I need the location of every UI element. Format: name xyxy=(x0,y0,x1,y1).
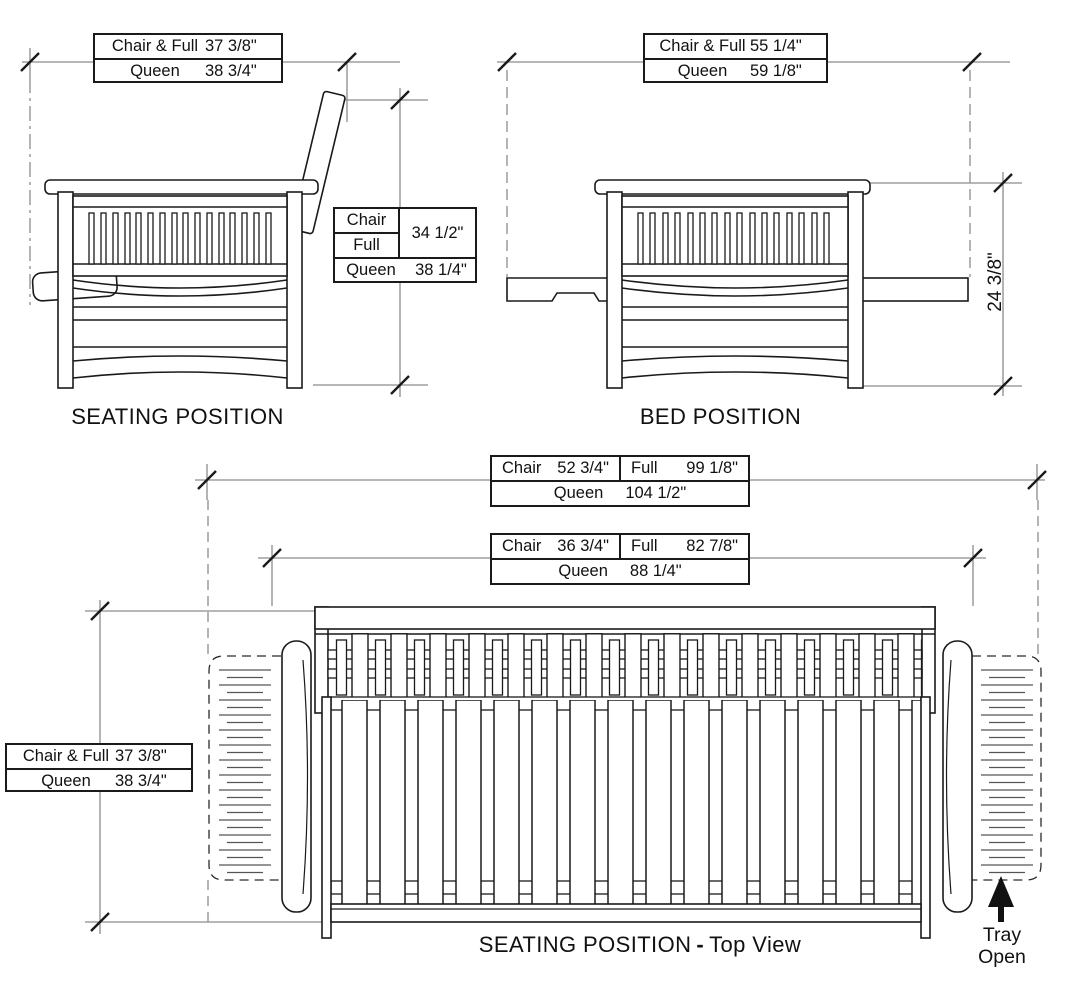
table-row: Chair & Full 37 3/8" xyxy=(7,745,191,768)
table-row: Queen 38 3/4" xyxy=(7,768,191,793)
tray-open-label: Tray Open xyxy=(964,924,1040,968)
dim-label: Chair xyxy=(502,459,542,478)
dim-value: 38 3/4" xyxy=(115,772,167,791)
table-cell: Queen 104 1/2" xyxy=(492,482,748,505)
table-cell: Queen 88 1/4" xyxy=(492,560,748,583)
dim-label: Chair & Full xyxy=(22,747,110,766)
dim-value: 104 1/2" xyxy=(625,484,687,503)
dim-label: Chair xyxy=(346,211,387,230)
dim-label: Chair & Full xyxy=(111,37,199,56)
dim-label: Full xyxy=(631,459,658,478)
top-view-title-part1: SEATING POSITION xyxy=(478,932,692,957)
dim-value: 59 1/8" xyxy=(750,62,802,81)
armrest-left xyxy=(281,640,312,913)
table-cell: Chair 52 3/4" xyxy=(492,457,619,480)
dim-value: 36 3/4" xyxy=(557,537,609,556)
tray-open-label-line2: Open xyxy=(978,946,1026,968)
table-cell: Full 99 1/8" xyxy=(619,457,748,480)
seating-width-table: Chair & Full 37 3/8" Queen 38 3/4" xyxy=(93,33,283,83)
dim-value: 52 3/4" xyxy=(557,459,609,478)
table-cell: Chair 36 3/4" xyxy=(492,535,619,558)
seating-side-view xyxy=(31,90,346,389)
table-row: Queen 38 3/4" xyxy=(95,58,281,83)
topview-frame-width-table: Chair 36 3/4" Full 82 7/8" Queen 88 1/4" xyxy=(490,533,750,585)
tray-open-arrow xyxy=(988,876,1014,922)
dim-label: Queen xyxy=(553,484,604,503)
bed-view-title: BED POSITION xyxy=(639,404,802,429)
arm-height-dimension: 24 3/8" xyxy=(985,252,1006,312)
top-view xyxy=(208,606,1042,939)
table-row: Chair & Full 37 3/8" xyxy=(95,35,281,58)
dim-value: 38 1/4" xyxy=(415,260,467,279)
dim-label: Chair xyxy=(502,537,542,556)
dim-value: 37 3/8" xyxy=(115,747,167,766)
bed-width-table: Chair & Full 55 1/4" Queen 59 1/8" xyxy=(643,33,828,83)
top-view-title-part2: Top View xyxy=(709,932,802,957)
table-cell: Full 82 7/8" xyxy=(619,535,748,558)
tray-open-label-line1: Tray xyxy=(982,924,1022,946)
top-view-title: SEATING POSITION-Top View xyxy=(400,932,880,958)
dim-label: Queen xyxy=(558,562,608,581)
dim-label: Chair & Full xyxy=(659,37,746,56)
bed-side-view xyxy=(506,179,969,389)
dim-value: 99 1/8" xyxy=(686,459,738,478)
dim-value: 82 7/8" xyxy=(686,537,738,556)
armrest-right xyxy=(942,640,973,913)
dim-value: 55 1/4" xyxy=(750,37,802,56)
tray-open-left xyxy=(208,655,281,881)
dim-label: Full xyxy=(335,232,398,257)
topview-depth-table: Chair & Full 37 3/8" Queen 38 3/4" xyxy=(5,743,193,792)
dim-label: Queen xyxy=(130,62,180,81)
dim-value: 34 1/2" xyxy=(411,223,464,242)
seating-view-title: SEATING POSITION xyxy=(71,404,284,429)
tray-open-right xyxy=(972,655,1042,881)
dim-label: Queen xyxy=(346,260,396,279)
topview-overall-width-table: Chair 52 3/4" Full 99 1/8" Queen 104 1/2… xyxy=(490,455,750,507)
top-view-title-separator: - xyxy=(696,932,705,957)
dim-label: Full xyxy=(631,537,658,556)
seating-height-table: Chair Full 34 1/2" Queen 38 1/4" xyxy=(333,207,477,283)
table-row: Chair & Full 55 1/4" xyxy=(645,35,826,58)
dim-label: Queen xyxy=(677,62,728,81)
dim-value: 38 3/4" xyxy=(205,62,257,81)
dim-label: Queen xyxy=(41,772,91,791)
dimension-ticks xyxy=(20,52,1047,932)
dim-value: 37 3/8" xyxy=(205,37,257,56)
dim-value: 88 1/4" xyxy=(629,562,682,581)
table-row: Queen 59 1/8" xyxy=(645,58,826,83)
